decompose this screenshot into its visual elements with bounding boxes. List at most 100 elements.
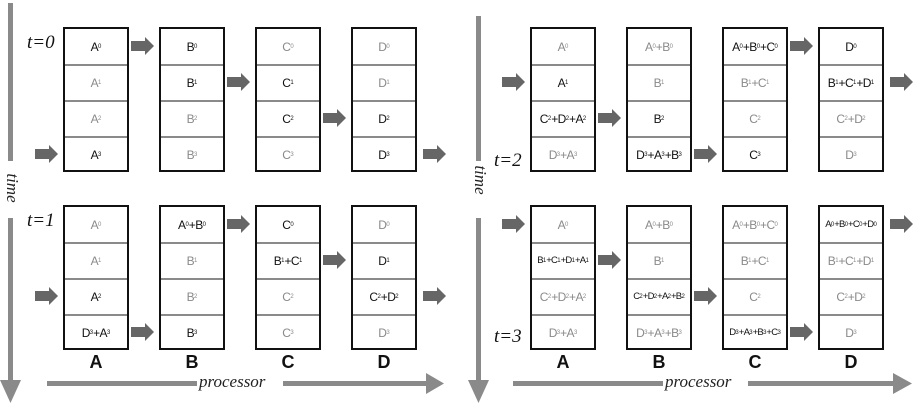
cell-divider (161, 64, 223, 66)
cell-divider (820, 278, 882, 280)
cell-divider (353, 278, 415, 280)
time-step-label-t0: t=0 (27, 32, 55, 53)
cell-divider (820, 64, 882, 66)
transfer-arrow-icon (502, 73, 525, 91)
processor-axis-right-b (748, 381, 896, 386)
cell-divider (724, 64, 786, 66)
processor-axis-left-arrowhead (426, 373, 444, 394)
processor-label-a-left: A (89, 352, 103, 372)
transfer-arrow-icon (227, 215, 250, 233)
cell-divider (532, 136, 594, 138)
time-axis-right-lower (476, 218, 481, 380)
transfer-arrow-icon (131, 37, 154, 55)
cell-divider (724, 136, 786, 138)
time-axis-right-arrowhead (468, 380, 489, 403)
cell-divider (353, 100, 415, 102)
transfer-arrow-icon (423, 287, 446, 305)
cell-divider (628, 136, 690, 138)
transfer-arrow-icon (790, 37, 813, 55)
cell-divider (628, 278, 690, 280)
processor-axis-label-left: processor (199, 372, 266, 391)
cell-divider (532, 314, 594, 316)
cell-divider (161, 314, 223, 316)
transfer-arrow-icon (790, 323, 813, 341)
time-axis-right-upper (476, 16, 481, 161)
cell-divider (353, 136, 415, 138)
cell-divider (724, 100, 786, 102)
cell-divider (65, 64, 127, 66)
processor-axis-right-arrowhead (893, 373, 912, 394)
cell-divider (65, 136, 127, 138)
cell-divider (724, 242, 786, 244)
transfer-arrow-icon (323, 109, 346, 127)
transfer-arrow-icon (131, 323, 154, 341)
cell-divider (532, 100, 594, 102)
transfer-arrow-icon (890, 73, 913, 91)
processor-label-b-left: B (185, 352, 199, 372)
cell-divider (353, 242, 415, 244)
transfer-arrow-icon (227, 73, 250, 91)
cell-divider (257, 136, 319, 138)
cell-divider (257, 64, 319, 66)
cell-divider (724, 278, 786, 280)
cell-divider (161, 278, 223, 280)
cell-divider (628, 242, 690, 244)
transfer-arrow-icon (502, 215, 525, 233)
time-step-label-t1: t=1 (27, 210, 55, 231)
cell-divider (257, 100, 319, 102)
cell-divider (532, 242, 594, 244)
cell-divider (820, 136, 882, 138)
cell-divider (820, 314, 882, 316)
cell-divider (65, 278, 127, 280)
cell-divider (820, 242, 882, 244)
cell-divider (257, 314, 319, 316)
processor-label-d-left: D (377, 352, 391, 372)
transfer-arrow-icon (35, 145, 58, 163)
